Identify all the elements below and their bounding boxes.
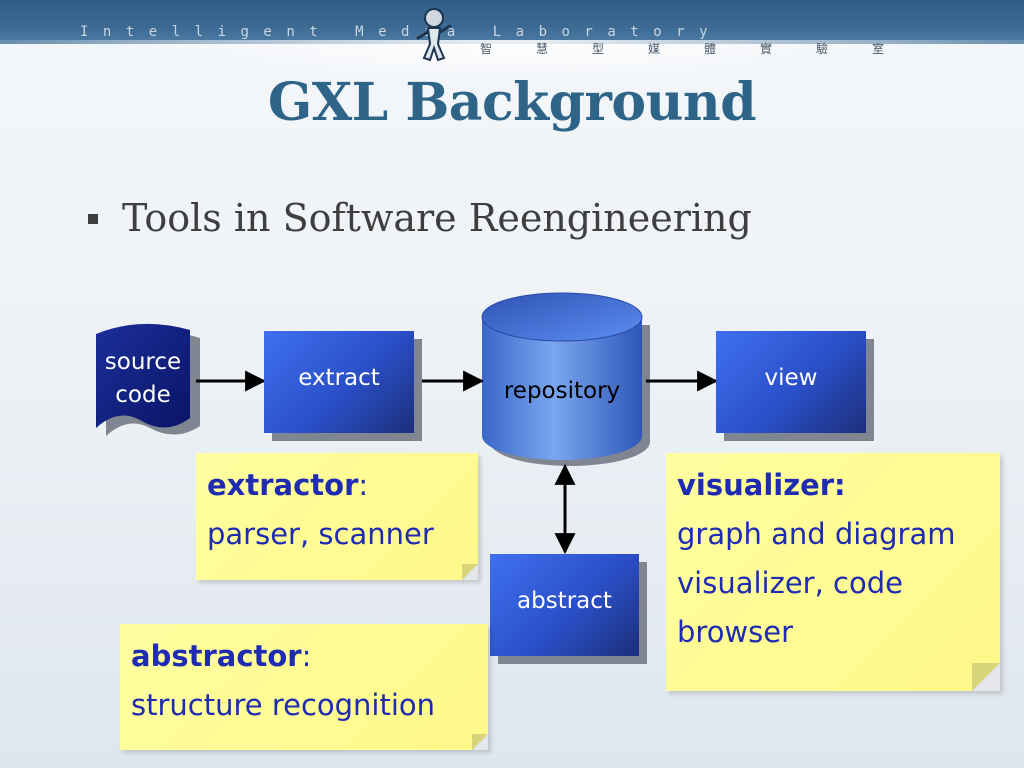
repository-cylinder — [481, 292, 650, 466]
lab-name: Intelligent Media Laboratory — [80, 24, 723, 40]
extractor-note-colon: : — [358, 468, 369, 502]
note-fold-corner — [462, 564, 478, 580]
visualizer-note: visualizer: graph and diagram visualizer… — [666, 453, 1000, 691]
bullet-square-icon — [88, 214, 98, 224]
header-banner — [0, 0, 1024, 44]
abstractor-note-colon: : — [301, 639, 312, 673]
abstractor-note-heading: abstractor — [131, 639, 302, 673]
header-glow — [0, 40, 1024, 100]
view-label: view — [764, 365, 818, 391]
note-fold-corner — [472, 734, 488, 750]
visualizer-note-line-1: graph and diagram — [677, 517, 956, 551]
visualizer-note-line-2: visualizer, code — [677, 566, 903, 600]
abstract-box: abstract — [490, 554, 639, 656]
abstractor-note: abstractor: structure recognition — [120, 624, 488, 750]
abstractor-note-body: structure recognition — [131, 688, 436, 722]
lab-name-chinese: 智慧型媒體實驗室 — [480, 42, 929, 56]
note-fold-corner — [972, 663, 1000, 691]
repository-label: repository — [503, 378, 621, 404]
slide-title: GXL Background — [267, 72, 757, 133]
visualizer-note-line-3: browser — [677, 615, 794, 649]
view-box: view — [716, 331, 866, 433]
extractor-note-body: parser, scanner — [207, 517, 434, 551]
lab-logo-icon — [416, 8, 452, 62]
source-code-shape — [96, 323, 190, 428]
visualizer-note-heading: visualizer: — [677, 468, 846, 502]
extract-box: extract — [264, 331, 414, 433]
extractor-note-heading: extractor — [207, 468, 359, 502]
extract-label: extract — [298, 365, 380, 391]
extractor-note: extractor: parser, scanner — [196, 453, 478, 580]
bullet-text: Tools in Software Reengineering — [122, 196, 752, 240]
source-code-label: source code — [104, 349, 182, 408]
abstract-label: abstract — [517, 588, 612, 614]
bullet-item: Tools in Software Reengineering — [88, 196, 752, 240]
